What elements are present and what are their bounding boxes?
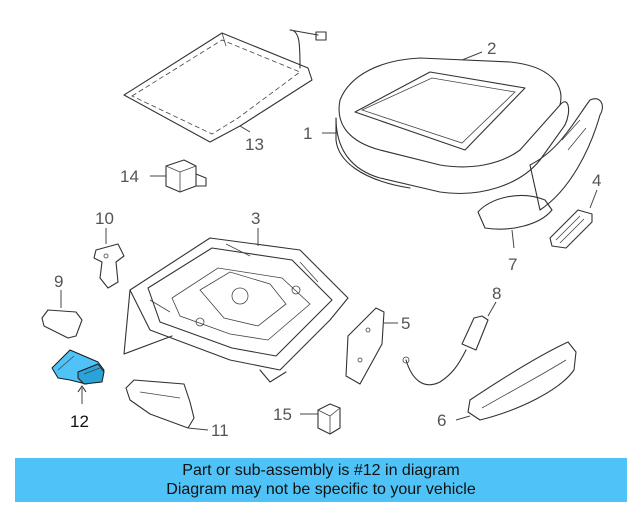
callout-6: 6	[437, 411, 446, 430]
parts-diagram: 13 2 1 7 4 14 10	[41, 29, 603, 440]
caption-line-disclaimer: Diagram may not be specific to your vehi…	[166, 481, 476, 498]
part-13-heater-mat[interactable]	[123, 29, 327, 143]
callout-14: 14	[120, 167, 139, 186]
caption-bar: Part or sub-assembly is #12 in diagram D…	[15, 458, 627, 502]
part-15-small-bracket[interactable]	[317, 403, 341, 435]
part-6-side-shield[interactable]	[467, 341, 577, 421]
callout-10: 10	[95, 209, 114, 228]
callout-5: 5	[401, 314, 410, 333]
callout-4: 4	[592, 171, 601, 190]
callout-7: 7	[508, 255, 517, 274]
part-9-cap[interactable]	[41, 309, 83, 339]
part-7-side-trim[interactable]	[477, 195, 553, 230]
part-3-seat-frame[interactable]	[123, 237, 349, 383]
part-8-cable[interactable]	[402, 315, 489, 386]
callout-12: 12	[70, 412, 89, 431]
callout-3: 3	[251, 209, 260, 228]
part-2-cushion-pad[interactable]	[338, 57, 562, 168]
part-10-bracket[interactable]	[93, 243, 125, 289]
part-4-switch[interactable]	[549, 209, 593, 249]
part-5-side-plate[interactable]	[345, 307, 385, 385]
callout-11: 11	[211, 421, 229, 440]
callout-9: 9	[54, 272, 63, 291]
callout-2: 2	[487, 39, 496, 58]
caption-line-part: Part or sub-assembly is #12 in diagram	[182, 462, 460, 479]
part-14-module[interactable]	[165, 159, 207, 193]
callout-13: 13	[245, 135, 264, 154]
part-side-shield-upper[interactable]	[529, 98, 603, 211]
part-11-lower-bracket[interactable]	[125, 379, 195, 429]
part-12-highlighted-bracket[interactable]	[51, 349, 105, 385]
callout-8: 8	[492, 284, 501, 303]
callout-1: 1	[303, 124, 312, 143]
callout-15: 15	[273, 405, 292, 424]
part-1-cushion-cover[interactable]	[335, 101, 570, 194]
